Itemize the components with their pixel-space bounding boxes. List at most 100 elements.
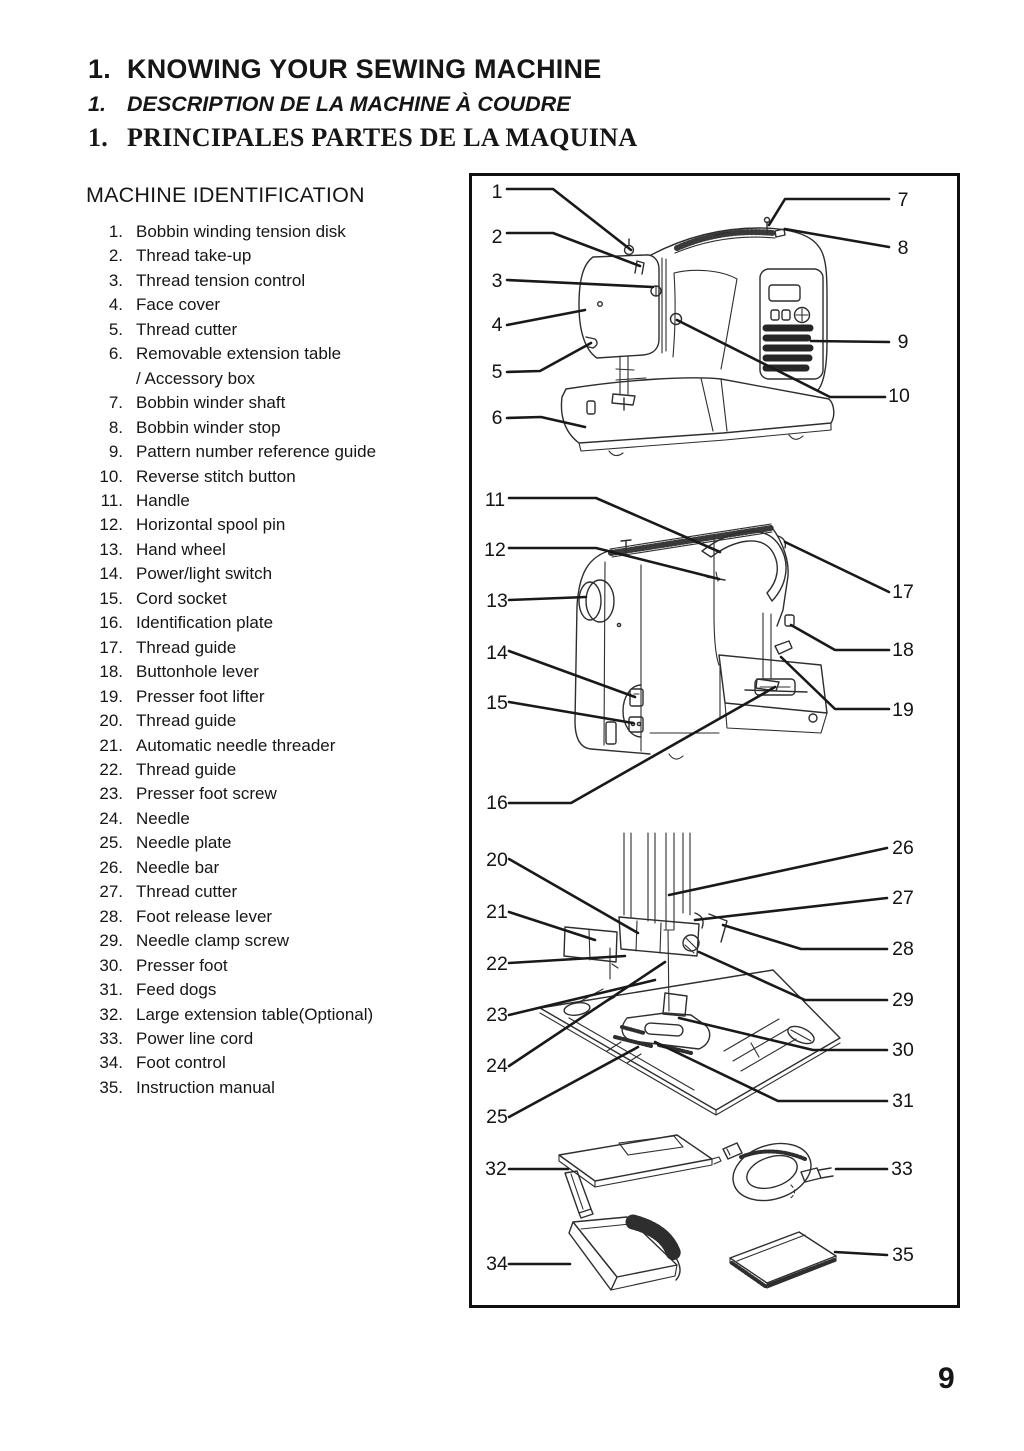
callout-number: 3	[492, 270, 503, 292]
list-item: 27.Thread cutter	[86, 880, 478, 904]
callout-leader-line	[505, 415, 587, 429]
needle-area-illustration	[539, 832, 841, 1116]
part-label: Cord socket	[136, 588, 227, 608]
part-label: Needle plate	[136, 833, 232, 853]
part-number: 9.	[108, 442, 123, 462]
list-item: 21. Automatic needle threader	[86, 734, 478, 758]
part-number: 10.	[99, 466, 123, 486]
part-label: Bobbin winder stop	[136, 417, 281, 437]
callout-number: 20	[486, 849, 508, 871]
part-label: Thread cutter	[136, 319, 238, 339]
part-label: Reverse stitch button	[136, 466, 296, 486]
callout-number: 17	[892, 581, 914, 603]
part-number: 29.	[99, 931, 123, 951]
list-item: 14.Power/light switch	[86, 562, 478, 586]
part-number: 35.	[99, 1077, 123, 1097]
list-item: 5. Thread cutter	[86, 318, 478, 342]
part-number: 17.	[99, 637, 123, 657]
part-label: Presser foot	[136, 955, 228, 975]
part-label: Large extension table(Optional)	[136, 1004, 374, 1024]
callout-number: 30	[892, 1039, 914, 1061]
part-number: 7.	[108, 393, 123, 413]
list-item: 18.Buttonhole lever	[86, 660, 478, 684]
title-french-text: DESCRIPTION DE LA MACHINE À COUDRE	[127, 92, 571, 116]
part-label: Identification plate	[136, 613, 274, 633]
list-item: 20.Thread guide	[86, 709, 478, 733]
callout-number: 32	[485, 1158, 507, 1180]
part-label: Removable extension table / Accessory bo…	[136, 344, 342, 388]
callout-leader-line	[505, 278, 655, 289]
part-label: Presser foot lifter	[136, 686, 265, 706]
callout-leader-line	[507, 496, 722, 554]
part-label: Automatic needle threader	[136, 735, 336, 755]
callout-leader-line	[507, 910, 597, 942]
part-number: 5.	[108, 319, 123, 339]
callout-leader-line	[505, 187, 633, 252]
list-item: 11.Handle	[86, 489, 478, 513]
title-french-number: 1.	[88, 92, 106, 116]
part-number: 31.	[99, 980, 123, 1000]
part-label: Power line cord	[136, 1028, 254, 1048]
part-label: Face cover	[136, 295, 221, 315]
callout-number: 33	[891, 1158, 913, 1180]
part-number: 23.	[99, 784, 123, 804]
callout-leader-line	[783, 540, 891, 594]
machine-identification-section: MACHINE IDENTIFICATION 1.Bobbin winding …	[86, 183, 478, 1100]
part-label: Needle	[136, 808, 190, 828]
callout-number: 29	[892, 989, 914, 1011]
list-item: 8.Bobbin winder stop	[86, 416, 478, 440]
callout-number: 28	[892, 938, 914, 960]
callout-leader-line	[507, 595, 588, 602]
callout-number: 27	[892, 887, 914, 909]
front-view-illustration	[560, 216, 835, 457]
part-number: 21.	[99, 735, 123, 755]
list-item: 12.Horizontal spool pin	[86, 513, 478, 537]
part-number: 1.	[108, 222, 123, 241]
accessory-foot-control	[568, 1214, 682, 1291]
list-item: 2.Thread take-up	[86, 244, 478, 268]
callout-leader-line	[507, 700, 635, 725]
title-spanish-text: PRINCIPALES PARTES DE LA MAQUINA	[127, 123, 638, 152]
part-label: Foot release lever	[136, 906, 273, 926]
list-item: 24.Needle	[86, 807, 478, 831]
list-item: 28.Foot release lever	[86, 905, 478, 929]
part-label: Buttonhole lever	[136, 662, 259, 682]
section-heading: MACHINE IDENTIFICATION	[86, 183, 365, 207]
list-item: 22.Thread guide	[86, 758, 478, 782]
callout-leader-line	[779, 655, 891, 711]
part-number: 33.	[99, 1028, 123, 1048]
callout-leader-line	[675, 318, 887, 399]
list-item: 9. Pattern number reference guide	[86, 440, 478, 464]
callout-leader-line	[507, 954, 627, 965]
title-english-number: 1.	[88, 54, 111, 84]
title-french: 1. DESCRIPTION DE LA MACHINE À COUDRE	[88, 92, 637, 117]
callout-leader-line	[507, 685, 777, 805]
sewing-machine-diagram: 1234567891011121314151617181920212223242…	[484, 181, 914, 1291]
list-item: 25.Needle plate	[86, 831, 478, 855]
callout-number: 1	[492, 181, 503, 203]
callout-number: 2	[492, 226, 503, 248]
part-number: 4.	[108, 295, 123, 315]
callout-leader-line	[505, 308, 587, 327]
callout-leader-line	[677, 1016, 889, 1052]
callout-number: 25	[486, 1106, 508, 1128]
part-number: 22.	[99, 759, 123, 779]
part-label: Thread guide	[136, 637, 237, 657]
list-item: 4. Face cover	[86, 293, 478, 317]
part-label: Bobbin winder shaft	[136, 393, 286, 413]
callout-leader-line	[783, 227, 891, 249]
callout-number: 23	[486, 1004, 508, 1026]
page-titles: 1. KNOWING YOUR SEWING MACHINE 1. DESCRI…	[88, 54, 637, 153]
callout-number: 18	[892, 639, 914, 661]
part-number: 34.	[99, 1053, 123, 1073]
part-label: Presser foot screw	[136, 784, 277, 804]
part-label: Pattern number reference guide	[136, 442, 377, 462]
part-number: 32.	[99, 1004, 123, 1024]
list-item: 3.Thread tension control	[86, 269, 478, 293]
part-label: Thread take-up	[136, 246, 252, 266]
callout-number: 14	[486, 642, 508, 664]
part-label: Instruction manual	[136, 1077, 275, 1097]
callout-number: 10	[888, 385, 910, 407]
part-number: 16.	[99, 613, 123, 633]
